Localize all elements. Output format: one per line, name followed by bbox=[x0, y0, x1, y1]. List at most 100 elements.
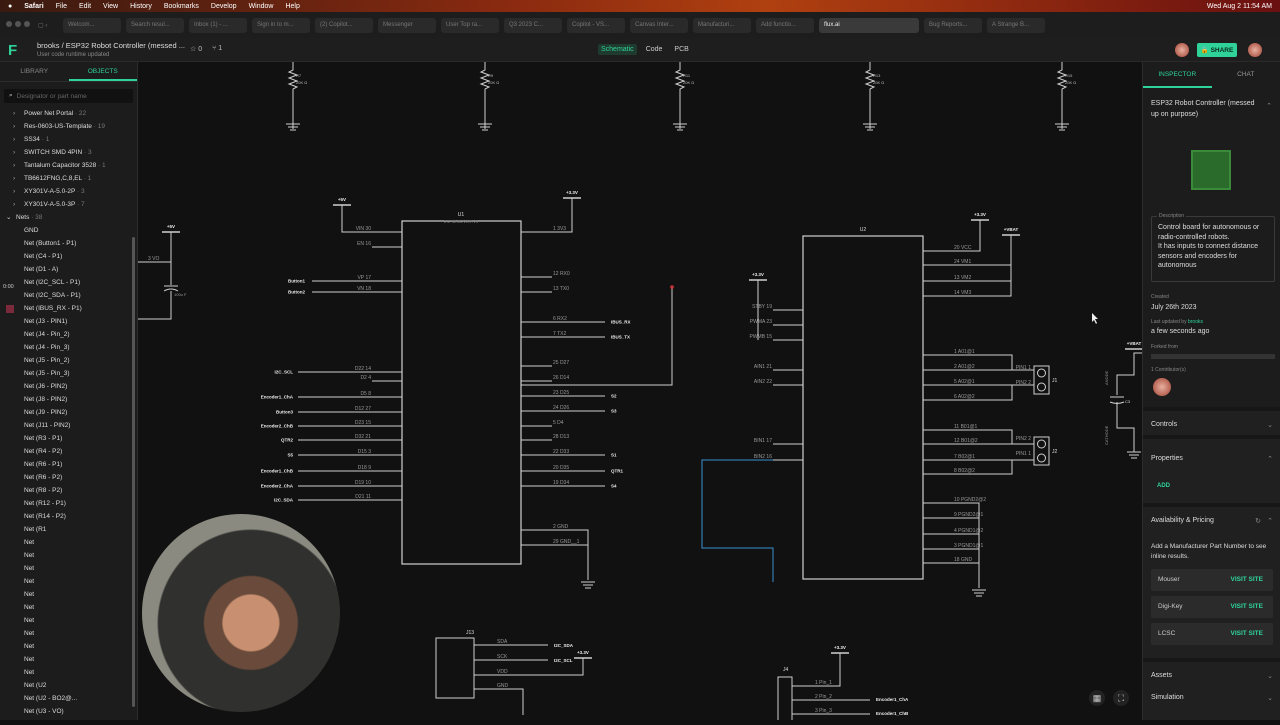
collaborator-avatar[interactable] bbox=[1175, 43, 1189, 57]
net-item[interactable]: Net (J5 - Pin_3) bbox=[0, 367, 137, 380]
u1-body[interactable] bbox=[402, 221, 521, 564]
object-group[interactable]: ›Tantalum Capacitor 3528 · 1 bbox=[0, 159, 137, 172]
menu-history[interactable]: History bbox=[130, 3, 152, 10]
visit-site-button[interactable]: VISIT SITE bbox=[1230, 630, 1263, 637]
object-group[interactable]: ›Res-0603-US-Template · 19 bbox=[0, 120, 137, 133]
project-title[interactable]: brooks / ESP32 Robot Controller (messed … bbox=[37, 41, 185, 50]
net-item[interactable]: Net bbox=[0, 562, 137, 575]
net-item[interactable]: Net (D1 - A) bbox=[0, 263, 137, 276]
tab-chat[interactable]: CHAT bbox=[1212, 62, 1280, 88]
net-item[interactable]: Net (R4 - P2) bbox=[0, 445, 137, 458]
j4-connector[interactable] bbox=[778, 677, 792, 720]
tab-library[interactable]: LIBRARY bbox=[0, 62, 69, 81]
object-group[interactable]: ›Power Net Portal · 22 bbox=[0, 107, 137, 120]
net-item[interactable]: Net (J11 - PIN2) bbox=[0, 419, 137, 432]
j13-connector[interactable] bbox=[436, 638, 474, 698]
simulation-section[interactable]: Simulation⌄ bbox=[1143, 684, 1280, 720]
assets-section[interactable]: Assets⌄ bbox=[1143, 658, 1280, 684]
net-item[interactable]: Net (R14 - P2) bbox=[0, 510, 137, 523]
fullscreen-icon[interactable]: ⛶ bbox=[1113, 690, 1129, 706]
net-item[interactable]: Net bbox=[0, 536, 137, 549]
browser-tab[interactable]: A Strange B... bbox=[987, 18, 1045, 33]
menu-help[interactable]: Help bbox=[285, 3, 299, 10]
clock[interactable]: Wed Aug 2 11:54 AM bbox=[1207, 3, 1272, 10]
browser-tab[interactable]: Inbox (1) - ... bbox=[189, 18, 247, 33]
error-marker[interactable] bbox=[670, 285, 674, 289]
window-controls[interactable] bbox=[6, 21, 33, 29]
browser-tab[interactable]: (2) Copilot... bbox=[315, 18, 373, 33]
wire[interactable] bbox=[521, 287, 672, 385]
net-item[interactable]: Net (I2C_SCL - P1) bbox=[0, 276, 137, 289]
tab-pcb[interactable]: PCB bbox=[671, 44, 691, 55]
menu-file[interactable]: File bbox=[56, 3, 67, 10]
controls-section[interactable]: Controls⌄ bbox=[1143, 407, 1280, 435]
chevron-up-icon[interactable]: ⌃ bbox=[1267, 517, 1273, 525]
net-item[interactable]: Net bbox=[0, 653, 137, 666]
wire[interactable] bbox=[1117, 402, 1134, 452]
capacitor-icon[interactable] bbox=[164, 286, 178, 291]
flux-logo[interactable]: F bbox=[8, 42, 17, 59]
net-item[interactable]: Net (R8 - P2) bbox=[0, 484, 137, 497]
u2-body[interactable] bbox=[803, 236, 923, 579]
browser-tab[interactable]: Search resul... bbox=[126, 18, 184, 33]
net-item[interactable]: Net bbox=[0, 640, 137, 653]
search-input[interactable]: Designator or part name bbox=[17, 93, 87, 100]
updated-by-link[interactable]: brooks bbox=[1188, 319, 1203, 325]
net-item[interactable]: Net (J8 - PIN2) bbox=[0, 393, 137, 406]
net-item[interactable]: Net (R3 - P1) bbox=[0, 432, 137, 445]
net-item[interactable]: Net bbox=[0, 588, 137, 601]
object-group[interactable]: ›TB6612FNG,C,8,EL · 1 bbox=[0, 172, 137, 185]
share-button[interactable]: 🔒 SHARE bbox=[1197, 43, 1237, 57]
menu-app[interactable]: Safari bbox=[24, 3, 43, 10]
wire[interactable] bbox=[138, 291, 171, 319]
net-item[interactable]: Net bbox=[0, 614, 137, 627]
wire[interactable] bbox=[520, 689, 523, 715]
wire[interactable] bbox=[1117, 353, 1142, 395]
star-button[interactable]: ☆ 0 bbox=[190, 45, 202, 53]
tab-schematic[interactable]: Schematic bbox=[598, 44, 637, 55]
net-item[interactable]: GND bbox=[0, 224, 137, 237]
apple-icon[interactable]: ● bbox=[8, 3, 12, 10]
net-item[interactable]: Net bbox=[0, 627, 137, 640]
object-group[interactable]: ›SS34 · 1 bbox=[0, 133, 137, 146]
chevron-up-icon[interactable]: ⌃ bbox=[1267, 455, 1273, 463]
browser-tab[interactable]: Bug Reports... bbox=[924, 18, 982, 33]
net-item[interactable]: Net (J3 - PIN1) bbox=[0, 315, 137, 328]
menu-view[interactable]: View bbox=[103, 3, 118, 10]
stop-recording-button[interactable] bbox=[6, 305, 14, 313]
tab-inspector[interactable]: INSPECTOR bbox=[1143, 62, 1212, 88]
net-item[interactable]: Net (J9 - PIN2) bbox=[0, 406, 137, 419]
menu-window[interactable]: Window bbox=[249, 3, 274, 10]
browser-tab[interactable]: Sign in to m... bbox=[252, 18, 310, 33]
net-item[interactable]: Net bbox=[0, 575, 137, 588]
browser-tab[interactable]: Add functio... bbox=[756, 18, 814, 33]
net-item[interactable]: Net (J4 - Pin_3) bbox=[0, 341, 137, 354]
net-item[interactable]: Net (C4 - P1) bbox=[0, 250, 137, 263]
net-item[interactable]: Net (R12 - P1) bbox=[0, 497, 137, 510]
selected-wire[interactable] bbox=[702, 460, 773, 582]
wire[interactable] bbox=[552, 530, 588, 580]
net-item[interactable]: Net (U2 - BO2@... bbox=[0, 692, 137, 705]
visit-site-button[interactable]: VISIT SITE bbox=[1230, 576, 1263, 583]
net-item[interactable]: Net (Button1 - P1) bbox=[0, 237, 137, 250]
net-item[interactable]: Net (U3 - VO) bbox=[0, 705, 137, 718]
net-item[interactable]: Net (J5 - Pin_2) bbox=[0, 354, 137, 367]
net-item[interactable]: Net (R1 bbox=[0, 523, 137, 536]
scrollbar[interactable] bbox=[132, 237, 135, 707]
tab-code[interactable]: Code bbox=[643, 44, 666, 55]
add-property-button[interactable]: ADD bbox=[1157, 483, 1170, 489]
menu-develop[interactable]: Develop bbox=[211, 3, 237, 10]
net-item[interactable]: Net bbox=[0, 601, 137, 614]
j1-connector[interactable] bbox=[1034, 366, 1049, 394]
browser-tab[interactable]: Manufacturi... bbox=[693, 18, 751, 33]
browser-tab[interactable]: Canvas Inter... bbox=[630, 18, 688, 33]
net-item[interactable]: Net (R6 - P2) bbox=[0, 471, 137, 484]
fork-button[interactable]: ⑂ 1 bbox=[212, 45, 222, 53]
net-item[interactable]: Net (U2 bbox=[0, 679, 137, 692]
net-item[interactable]: Net (R6 - P1) bbox=[0, 458, 137, 471]
j2-connector[interactable] bbox=[1034, 437, 1049, 465]
visit-site-button[interactable]: VISIT SITE bbox=[1230, 603, 1263, 610]
browser-tab[interactable]: Messenger bbox=[378, 18, 436, 33]
net-item[interactable]: Net bbox=[0, 666, 137, 679]
grid-toggle-icon[interactable]: ▦ bbox=[1089, 690, 1105, 706]
